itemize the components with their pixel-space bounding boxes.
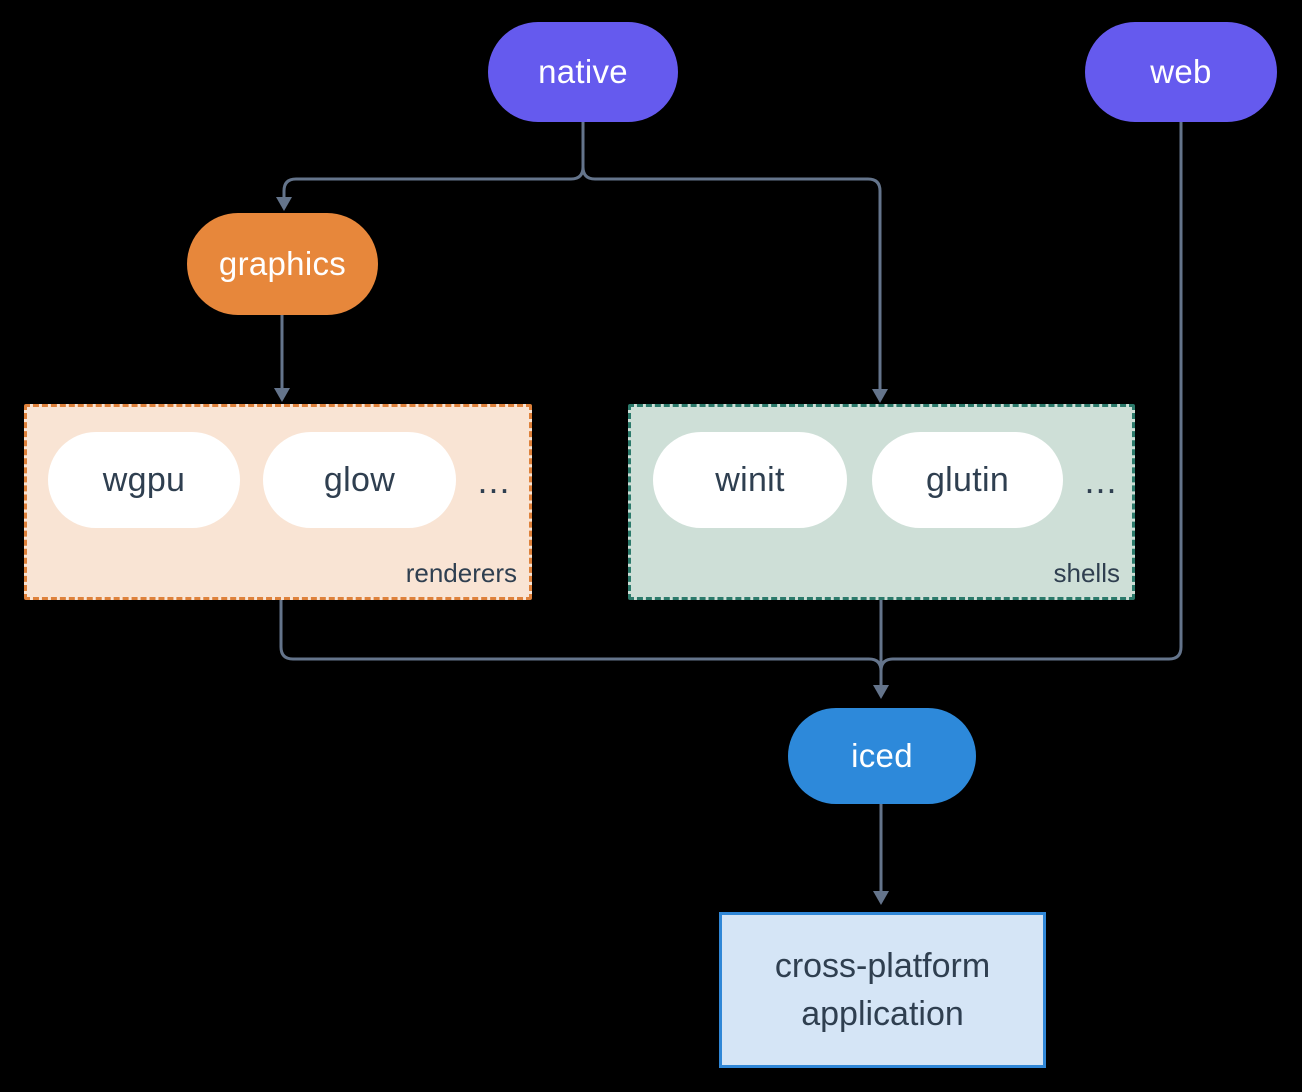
node-iced: iced [788,708,976,804]
group-shells-label: shells [1053,558,1120,588]
pill-wgpu-label: wgpu [102,460,186,499]
arrowhead-shells [872,389,888,403]
node-web: web [1085,22,1277,122]
pill-wgpu: wgpu [48,432,240,528]
node-graphics-label: graphics [218,245,347,282]
application-label-line2: application [801,995,964,1033]
pill-winit-label: winit [715,460,785,499]
group-renderers-label: renderers [405,558,517,588]
application-label-line1: cross-platform [774,947,991,985]
arrowhead-graphics [276,197,292,211]
pill-glutin: glutin [872,432,1063,528]
arrowhead-iced [873,685,889,699]
node-web-label: web [1150,53,1212,90]
node-native: native [488,22,678,122]
connector-native-to-shells [581,122,882,389]
application-box: cross-platform application [719,912,1046,1068]
node-native-label: native [538,53,628,90]
arrowhead-application [873,891,889,905]
node-iced-label: iced [851,737,913,774]
arrowhead-renderers [274,388,290,402]
node-graphics: graphics [187,213,378,315]
pill-glutin-label: glutin [925,460,1010,499]
pill-glow: glow [263,432,456,528]
shells-ellipsis: ... [1084,460,1118,501]
pill-glow-label: glow [323,460,396,499]
renderers-ellipsis: ... [477,460,511,501]
connector-renderers-to-merge [279,599,883,672]
connector-native-to-graphics [282,122,585,197]
pill-winit: winit [653,432,847,528]
